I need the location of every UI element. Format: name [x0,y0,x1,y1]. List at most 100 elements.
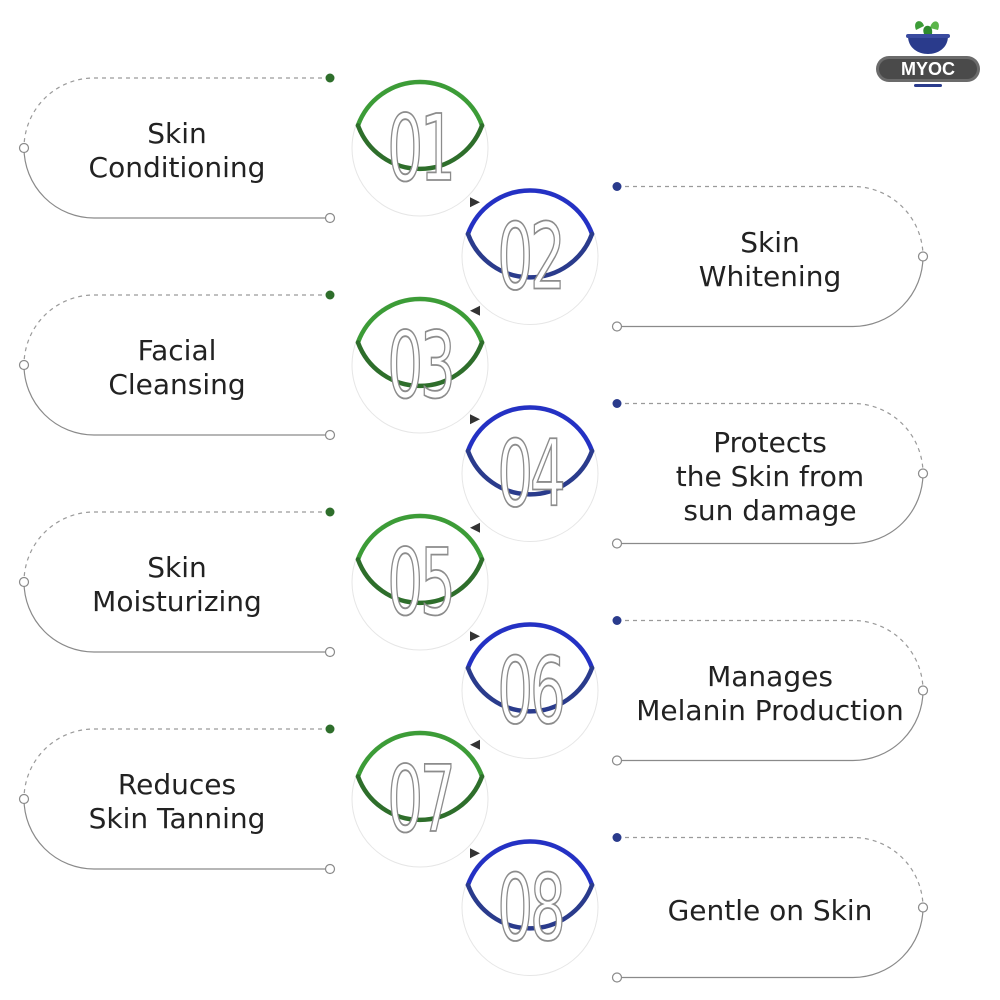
leaf-icon [930,21,939,30]
panel-dot [325,73,335,83]
step-number: 05 [387,529,452,637]
panel-solid-edge [617,473,924,545]
step-number: 07 [387,746,452,854]
panel-dot [917,902,929,913]
step-ring-bottom [355,774,485,823]
panel-dashed-edge [23,77,330,149]
panel-dot [325,290,335,300]
panel-dot [611,755,623,766]
panel-dot [18,142,30,154]
step-ring-top [355,730,485,779]
panel-dashed-edge [617,836,924,908]
step-label-line: sun damage [683,493,857,527]
connector-arrow [470,739,480,750]
panel-dashed-edge [617,402,924,474]
panel-dot [612,182,622,191]
step-label-line: Manages [707,659,833,693]
step-ring-bottom [465,882,595,931]
mortar-bowl-icon [908,36,948,54]
panel-dot [324,863,336,875]
step-ring-top [465,839,595,888]
panel-solid-edge [617,256,924,328]
panel-solid-edge [23,798,330,870]
step-label-line: Melanin Production [636,693,904,727]
step-label: Gentle on Skin [620,894,920,928]
panel-dot [18,359,30,371]
step-number: 08 [497,854,562,962]
panel-dot [917,251,929,262]
panel-dot [917,685,929,696]
panel-solid-edge [23,147,330,219]
step-label-line: Skin [740,225,800,259]
leaf-icon [923,25,933,34]
connector-arrow [470,631,480,642]
step-ring-top [465,622,595,671]
step-ring-bottom [355,340,485,389]
step-label-line: Moisturizing [92,585,262,618]
step-ring-bottom [465,448,595,497]
step-label-line: Gentle on Skin [667,893,873,927]
panel-dashed-edge [617,619,924,691]
step-label-line: Skin [147,551,207,584]
step-ring-top [355,79,485,128]
panel-solid-edge [617,690,924,762]
step-number: 04 [497,420,563,528]
leaf-icon [915,21,924,30]
panel-dot [611,538,623,549]
panel-dashed-edge [23,294,330,366]
panel-dot [325,507,335,517]
panel-dashed-edge [617,185,924,257]
panel-dot [917,468,929,479]
panel-dot [612,399,622,408]
brand-name: MYOC [901,59,955,79]
step-number: 06 [497,637,562,745]
panel-dot [612,616,622,625]
step-label-line: Protects [713,425,827,459]
panel-dot [611,972,623,983]
panel-dashed-edge [23,728,330,800]
panel-dot [18,576,30,588]
panel-dot [18,793,30,805]
step-label-line: Cleansing [108,368,246,401]
step-ring-top [355,296,485,345]
connector-arrow [470,522,480,533]
step-number: 01 [387,95,452,203]
step-ring-bottom [355,557,485,606]
step-ring-top [355,513,485,562]
step-label-line: Conditioning [88,151,266,184]
step-ring-top [465,188,595,237]
panel-dot [324,646,336,658]
panel-dot [611,321,623,332]
step-label-line: the Skin from [675,459,865,493]
connector-arrow [470,197,480,208]
step-ring-bottom [355,123,485,172]
panel-dot [324,212,336,224]
panel-solid-edge [617,907,924,979]
panel-solid-edge [23,581,330,653]
step-label-line: Reduces [117,768,237,801]
connector-arrow [470,848,480,859]
step-label-line: Facial [137,334,217,367]
connector-arrow [470,305,480,316]
step-label-line: Whitening [698,259,842,293]
panel-dot [612,833,622,842]
step-label-line: Skin [147,117,207,150]
step-number: 03 [387,312,452,420]
step-number: 02 [497,203,562,311]
brand-logo: MYOC [872,14,984,94]
panel-dot [324,429,336,441]
step-ring-bottom [465,665,595,714]
step-label-line: Skin Tanning [88,802,266,835]
panel-dashed-edge [23,511,330,583]
connector-arrow [470,414,480,425]
step-ring-top [465,405,595,454]
